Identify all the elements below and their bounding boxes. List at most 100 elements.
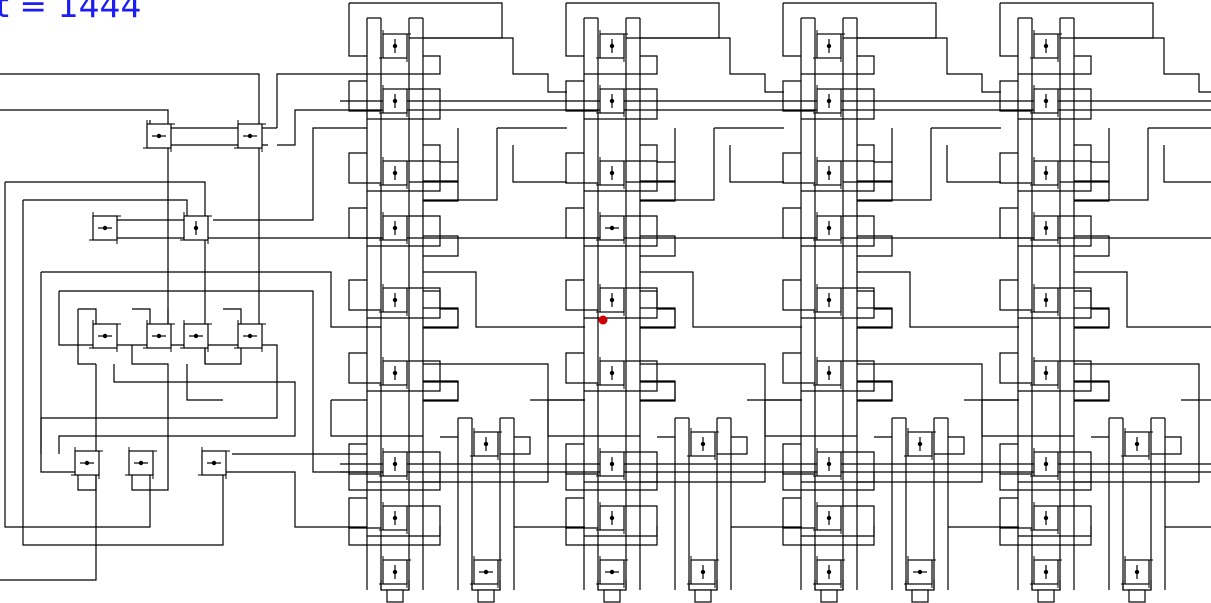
- wire-173: [423, 128, 498, 201]
- wire-255: [223, 471, 367, 528]
- wire-107: [782, 497, 815, 529]
- switch-c1-r5: [596, 357, 628, 389]
- switch-c1-r3: [596, 212, 628, 244]
- wire-136: [1074, 180, 1110, 202]
- time-label: t = 1444: [0, 0, 142, 25]
- tree-switch-1: [143, 120, 175, 152]
- wire-207: [764, 400, 857, 437]
- side-switch-top-c2: [904, 428, 936, 460]
- wire-53: [584, 160, 658, 192]
- wire-200: [946, 145, 1001, 183]
- side-switch-bottom-c3: [1121, 556, 1153, 588]
- wire-62: [584, 360, 658, 392]
- switch-c2-r3: [813, 212, 845, 244]
- wire-182: [626, 37, 784, 93]
- wire-11: [348, 152, 381, 184]
- wire-163: [1074, 363, 1200, 483]
- wire-249: [58, 364, 296, 454]
- switch-c3-r5: [1030, 357, 1062, 389]
- wire-252: [204, 345, 242, 365]
- switch-c3-r2: [1030, 157, 1062, 189]
- wire-9: [348, 80, 381, 112]
- wire-94: [801, 160, 875, 192]
- wire-98: [857, 235, 893, 257]
- wire-89: [782, 3, 801, 57]
- side-terminal-tab-c0: [477, 589, 495, 603]
- wire-152: [999, 526, 1092, 546]
- switch-c1-r8: [596, 556, 628, 588]
- terminal-tab-c3: [1037, 589, 1055, 603]
- switch-c0-r7: [379, 502, 411, 534]
- wire-221: [0, 73, 260, 128]
- tree-switch-4: [180, 212, 212, 244]
- wire-176: [423, 290, 458, 310]
- wire-151: [999, 472, 1092, 491]
- tree-switch-7: [180, 320, 212, 352]
- switch-c2-r8: [813, 556, 845, 588]
- wire-177: [423, 309, 459, 328]
- wire-99: [782, 279, 815, 311]
- switch-c0-r6: [379, 448, 411, 480]
- wire-216: [1074, 309, 1110, 328]
- switch-c2-r7: [813, 502, 845, 534]
- switch-c1-r4: [596, 284, 628, 316]
- wire-248: [40, 344, 278, 454]
- switch-c3-r3: [1030, 212, 1062, 244]
- wire-91: [782, 80, 815, 112]
- wire-239: [59, 290, 367, 473]
- switch-c3-r1: [1030, 85, 1062, 117]
- switch-c1-r2: [596, 157, 628, 189]
- side-switch-bottom-c1: [687, 556, 719, 588]
- switch-c0-r5: [379, 357, 411, 389]
- wire-194: [547, 400, 640, 437]
- wire-149: [1018, 505, 1092, 537]
- wire-55: [565, 207, 598, 239]
- wire-223: [276, 73, 367, 128]
- wire-58: [565, 279, 598, 311]
- switch-c2-r2: [813, 157, 845, 189]
- wire-187: [729, 145, 784, 183]
- switch-c0-r4: [379, 284, 411, 316]
- side-switch-bottom-c2: [904, 556, 936, 588]
- switch-c2-r4: [813, 284, 845, 316]
- switch-c0-r1: [379, 85, 411, 117]
- wire-90: [801, 55, 875, 75]
- wire-201: [857, 271, 1019, 328]
- wire-135: [1018, 160, 1092, 192]
- wire-253: [0, 364, 97, 581]
- wire-70: [565, 526, 658, 546]
- wire-243: [132, 308, 151, 327]
- wire-12: [367, 160, 441, 192]
- switch-c1-r0: [596, 30, 628, 62]
- switch-c3-r4: [1030, 284, 1062, 316]
- wire-130: [999, 3, 1018, 57]
- wire-148: [999, 497, 1032, 529]
- wire-146: [999, 443, 1032, 475]
- wire-129: [1000, 2, 1154, 39]
- wire-220: [981, 400, 1074, 437]
- wire-181: [330, 400, 423, 437]
- wire-57: [640, 235, 676, 257]
- wire-231: [23, 199, 188, 220]
- wire-178: [423, 381, 459, 401]
- wire-171: [409, 128, 459, 183]
- wire-161: [1151, 436, 1182, 455]
- wire-8: [367, 55, 441, 75]
- side-switch-top-c1: [687, 428, 719, 460]
- wire-134: [999, 152, 1032, 184]
- wire-245: [223, 308, 242, 327]
- terminal-tab-c0: [386, 589, 404, 603]
- wire-51: [584, 88, 658, 120]
- wire-170: [423, 144, 458, 163]
- wire-16: [423, 235, 459, 257]
- switch-c2-r5: [813, 357, 845, 389]
- wire-28: [348, 472, 441, 491]
- wire-139: [1074, 235, 1110, 257]
- wire-133: [1018, 88, 1092, 120]
- wire-132: [999, 80, 1032, 112]
- wire-48: [565, 3, 584, 57]
- wire-29: [348, 526, 441, 546]
- wire-214: [1074, 271, 1211, 328]
- side-switch-top-c3: [1121, 428, 1153, 460]
